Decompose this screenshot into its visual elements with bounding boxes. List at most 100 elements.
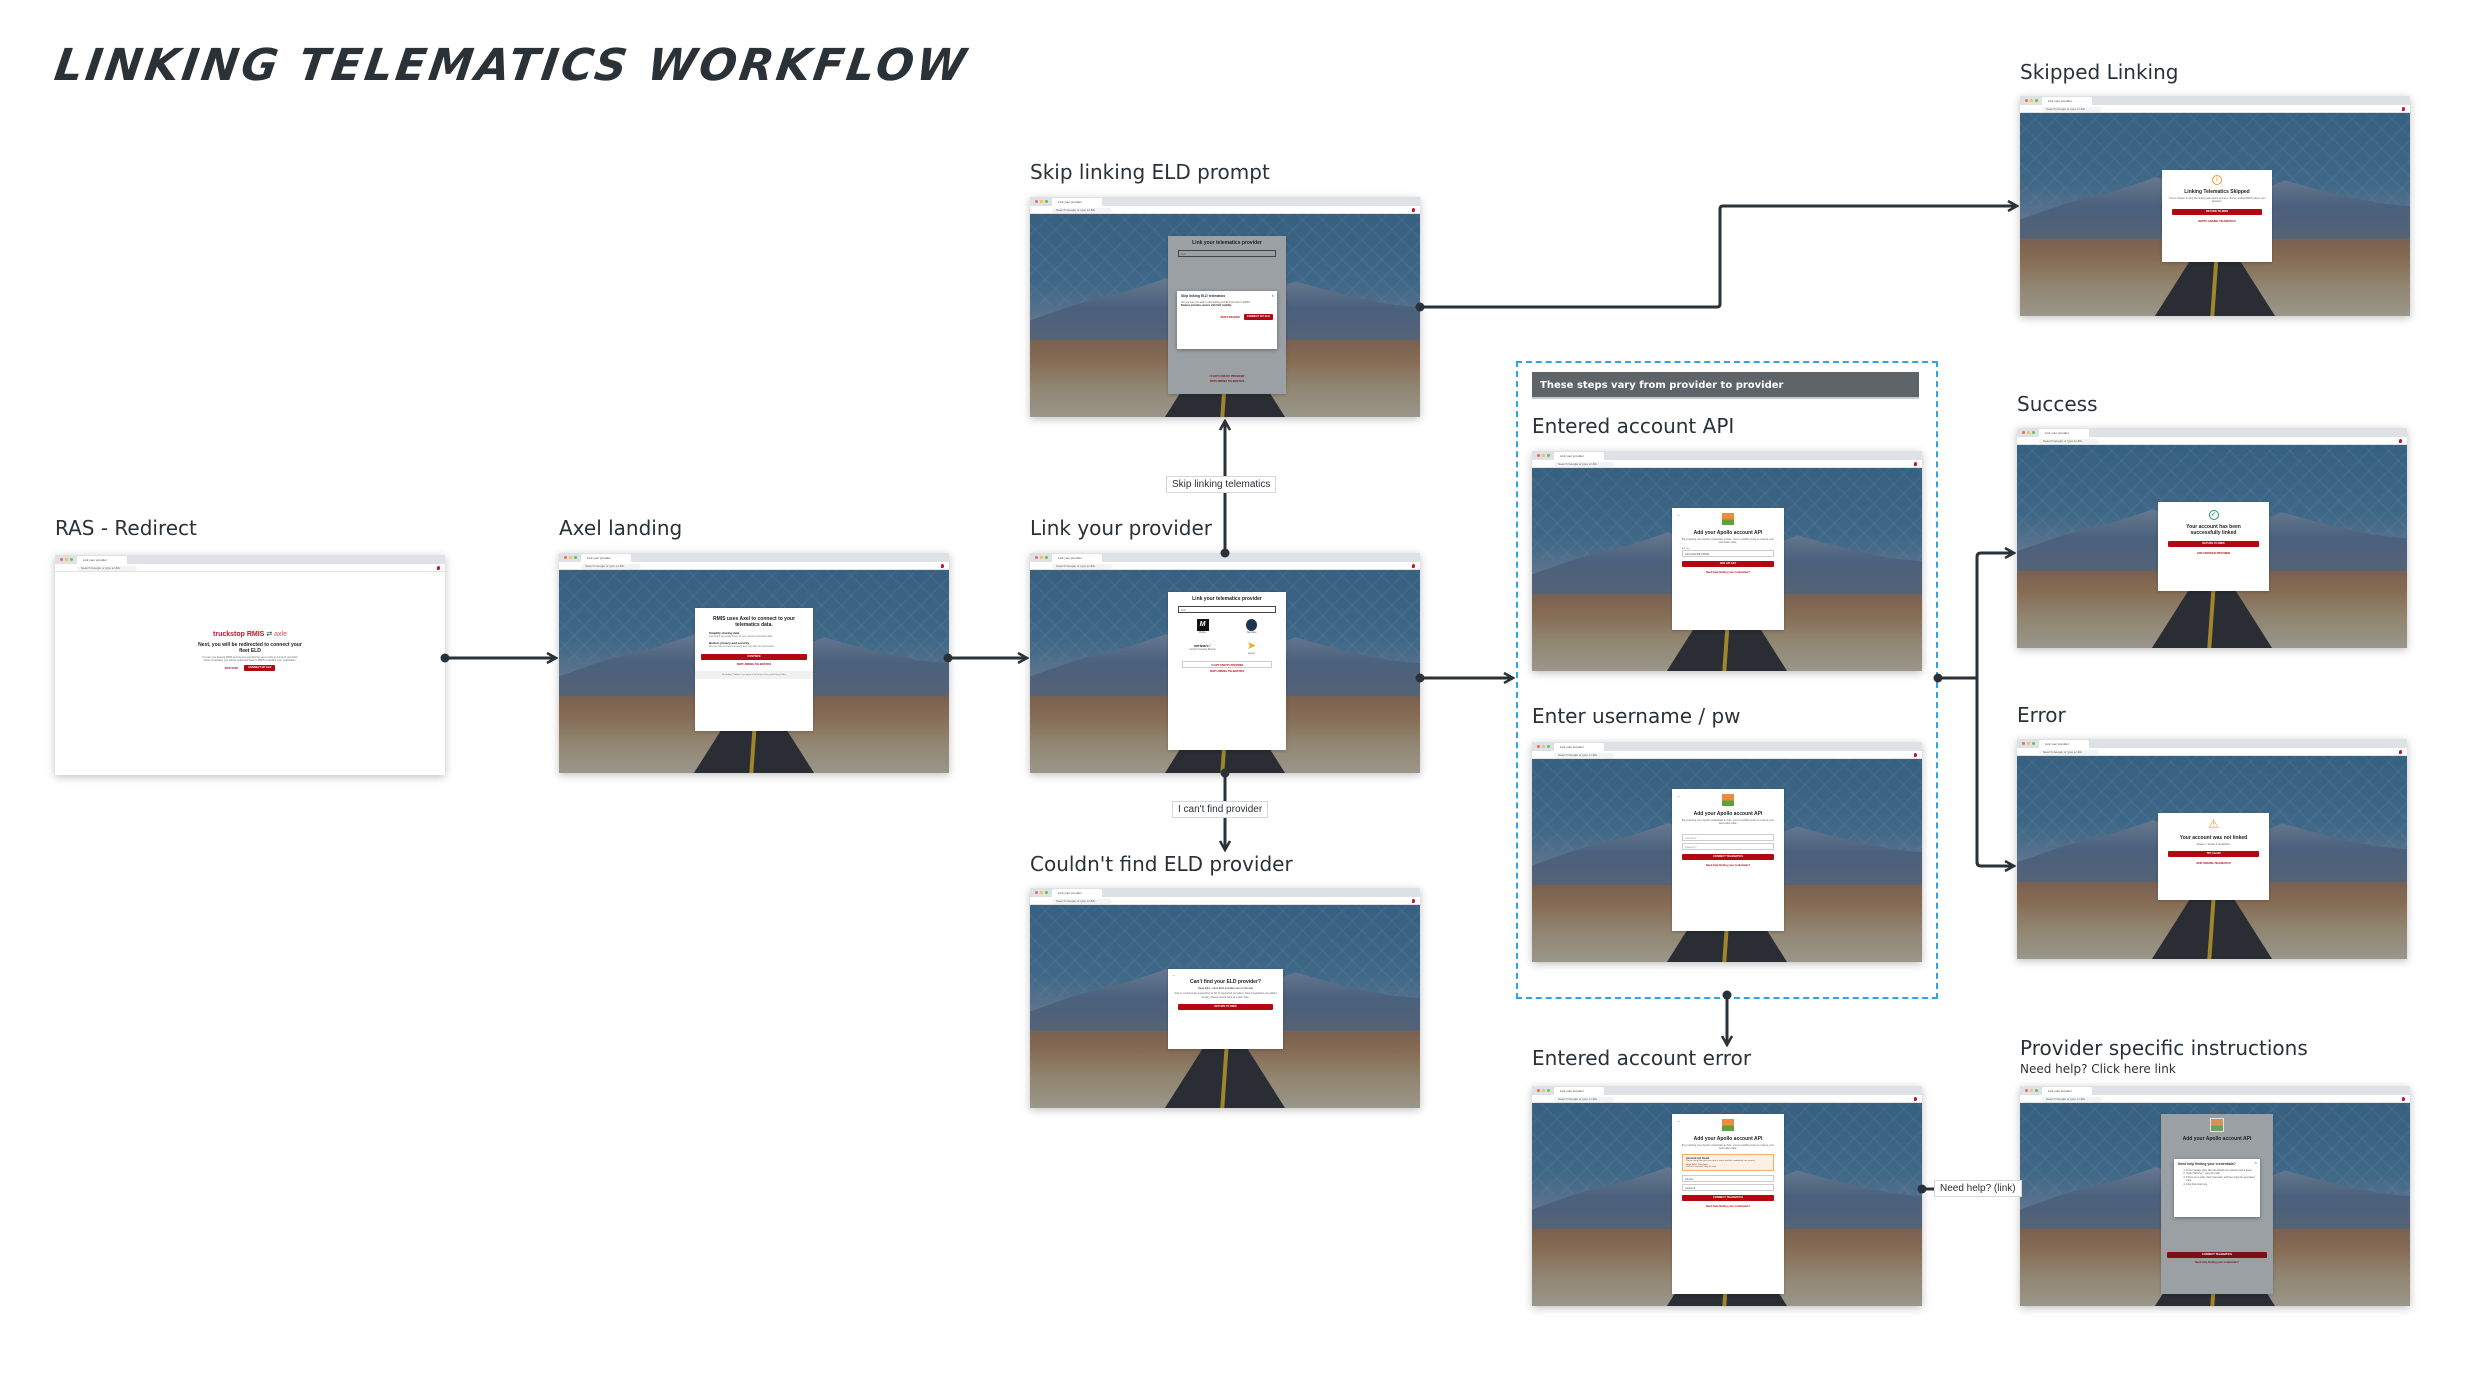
- error-card: ⚠ Your account was not linked Reason / d…: [2158, 813, 2269, 900]
- add-api-key-button[interactable]: ADD API KEY: [1682, 560, 1774, 567]
- skipped-body: You've chosen to skip the linking telema…: [2168, 197, 2266, 204]
- edge-label-cant-find: I can't find provider: [1172, 801, 1269, 818]
- provider-card-heading: Link your telematics provider: [1192, 240, 1262, 246]
- add-another-provider-link[interactable]: ADD ANOTHER PROVIDER: [2196, 552, 2231, 555]
- apollo-heading: Add your Apollo account API: [1693, 530, 1763, 536]
- error-alert: Account not found Please verify that you…: [1682, 1153, 1774, 1171]
- screenshot-entered-error: Link your provider Search Google or type…: [1532, 1086, 1922, 1306]
- success-heading: Your account has been successfully linke…: [2186, 524, 2241, 536]
- edge-label-need-help: Need help? (link): [1934, 1180, 2022, 1197]
- axle-logo: axle: [274, 631, 287, 638]
- back-arrow-icon[interactable]: ←: [1677, 512, 1681, 517]
- samsara-logo: [1246, 619, 1257, 631]
- skip-linking-link[interactable]: SKIP LINKING TELEMATICS: [1209, 380, 1245, 383]
- browser-tab: Link your provider: [1554, 743, 1604, 751]
- browser-tab: Link your provider: [2039, 429, 2089, 437]
- provider-linxup[interactable]: ➤Linxup: [1227, 640, 1276, 655]
- back-arrow-icon[interactable]: ←: [1172, 972, 1176, 977]
- cant-find-provider-button[interactable]: I CAN'T FIND MY PROVIDER: [1182, 661, 1272, 668]
- browser-tab: Link your provider: [581, 554, 631, 562]
- error-heading: Your account was not linked: [2179, 835, 2248, 841]
- instruction-item: Input that code here.: [2186, 1183, 2256, 1186]
- skip-linking-telematics-link[interactable]: SKIP LINKING TELEMATICS: [736, 663, 772, 666]
- connect-my-eld-button[interactable]: CONNECT MY ELD: [1243, 314, 1273, 321]
- error-help-secondary[interactable]: Call ours instead? Skip for now: [1686, 1165, 1717, 1168]
- screenshot-enter-username: Link your provider Search Google or type…: [1532, 742, 1922, 962]
- dialog-note: Brokers prioritize carriers with ELD vis…: [1181, 304, 1232, 308]
- dialog-body: Are you sure you want to skip linking yo…: [1181, 301, 1251, 304]
- step-label-entered-api: Entered account API: [1532, 414, 1735, 438]
- step-label-provider-instructions: Provider specific instructions: [2020, 1036, 2308, 1060]
- apollo-api-card: ← Add your Apollo account API By providi…: [1672, 508, 1784, 630]
- provider-samsara[interactable]: Samsara: [1227, 619, 1276, 634]
- try-again-button[interactable]: TRY AGAIN: [2168, 851, 2259, 858]
- url-bar: Search Google or type a URL: [77, 565, 137, 571]
- close-icon[interactable]: ×: [1271, 293, 1274, 298]
- return-to-rmis-button[interactable]: RETURN TO RMIS: [2172, 208, 2262, 215]
- screenshot-skip-prompt: Link your provider Search Google or type…: [1030, 197, 1420, 417]
- connect-telematics-button[interactable]: CONNECT TELEMATICS: [2167, 1252, 2267, 1258]
- back-arrow-icon[interactable]: ←: [1677, 1118, 1681, 1123]
- need-help-link[interactable]: Need help finding your credentials?: [1705, 863, 1751, 867]
- check-circle-icon: ✓: [2208, 510, 2219, 520]
- connect-telematics-button[interactable]: CONNECT TELEMATICS: [1682, 1194, 1774, 1201]
- username-input[interactable]: johndoe: [1682, 1174, 1774, 1182]
- return-to-rmis-button[interactable]: RETURN TO RMIS: [2168, 541, 2259, 547]
- extension-icon: [1914, 1097, 1917, 1101]
- need-help-link[interactable]: Need help finding your credentials?: [1705, 570, 1751, 574]
- extension-icon: [437, 566, 440, 570]
- password-input[interactable]: password: [1682, 1183, 1774, 1191]
- return-to-rmis-button[interactable]: RETURN TO RMIS: [1178, 1004, 1273, 1011]
- feature-title: Simplify sharing data: [709, 631, 740, 635]
- apollo-error-card: ← Add your Apollo account API By providi…: [1672, 1114, 1784, 1294]
- step-label-ras-redirect: RAS - Redirect: [55, 516, 197, 540]
- info-icon: i: [2212, 175, 2222, 185]
- screenshot-entered-api: Link your provider Search Google or type…: [1532, 451, 1922, 671]
- edge-label-skip-linking: Skip linking telematics: [1166, 476, 1277, 493]
- back-arrow-icon[interactable]: ←: [1677, 793, 1681, 798]
- linxup-logo: ➤: [1246, 640, 1257, 652]
- cant-find-provider-link[interactable]: I CAN'T FIND MY PROVIDER: [1209, 375, 1245, 378]
- extension-icon: [2402, 107, 2405, 111]
- skip-step-button[interactable]: SKIP STEP: [224, 666, 239, 670]
- url-bar: Search Google or type a URL: [1554, 1096, 1614, 1102]
- url-bar: Search Google or type a URL: [2042, 1096, 2102, 1102]
- continue-button[interactable]: CONTINUE: [701, 654, 807, 660]
- skip-for-now-button[interactable]: SKIP FOR NOW: [1220, 315, 1240, 319]
- browser-tab: Link your provider: [2042, 97, 2092, 105]
- skip-linking-link[interactable]: SKIP LINKING TELEMATICS: [1209, 670, 1245, 673]
- close-icon[interactable]: ×: [2254, 1160, 2257, 1165]
- url-bar: Search Google or type a URL: [1052, 207, 1112, 213]
- connect-telematics-button[interactable]: CONNECT TELEMATICS: [1682, 853, 1774, 860]
- retry-linking-link[interactable]: RETRY LINKING TELEMATICS: [2198, 219, 2236, 223]
- extension-icon: [1412, 899, 1415, 903]
- search-input[interactable]: Q Al: [1178, 250, 1276, 257]
- warning-icon: ⚠: [2208, 817, 2219, 831]
- password-input[interactable]: Password *: [1682, 842, 1774, 850]
- browser-tab: Link your provider: [2039, 740, 2089, 748]
- extension-icon: [941, 564, 944, 568]
- apollo-heading: Add your Apollo account API: [2182, 1136, 2252, 1142]
- search-input[interactable]: Q Al: [1178, 606, 1276, 613]
- extension-icon: [1914, 462, 1917, 466]
- extension-icon: [2399, 750, 2402, 754]
- feature-body: Axle helps you easily share all your rel…: [709, 635, 773, 638]
- apollo-heading: Add your Apollo account API: [1693, 1136, 1763, 1142]
- screenshot-success: Link your provider Search Google or type…: [2017, 428, 2407, 648]
- screenshot-couldnt-find: Link your provider Search Google or type…: [1030, 888, 1420, 1108]
- provider-verizon[interactable]: verizon✓Verizon Connect Reveal: [1178, 640, 1227, 655]
- need-help-link[interactable]: Need help finding your credentials?: [2194, 1261, 2240, 1264]
- ras-redirect-card: truckstop RMIS ⇄ axle Next, you will be …: [195, 624, 305, 724]
- edge-skip-prompt-to-skipped: [1420, 206, 2017, 309]
- username-input[interactable]: Username *: [1682, 833, 1774, 841]
- skip-confirm-dialog: × Skip linking ELD telematics Are you su…: [1177, 291, 1277, 349]
- error-help-link[interactable]: Need help? Click here.: [1686, 1163, 1709, 1166]
- api-key-input[interactable]: a1b2c3d4e5f6g7h8i9j0: [1682, 549, 1774, 557]
- axel-heading: RMIS uses Axel to connect to your telema…: [712, 616, 796, 628]
- need-help-link[interactable]: Need help finding your credentials?: [1705, 1204, 1751, 1208]
- skip-linking-link[interactable]: SKIP LINKING TELEMATICS: [2196, 862, 2231, 866]
- connect-my-eld-button[interactable]: CONNECT MY ELD: [244, 665, 276, 672]
- verizon-logo: verizon✓: [1193, 643, 1212, 648]
- edge-group-to-success: [1938, 553, 2014, 680]
